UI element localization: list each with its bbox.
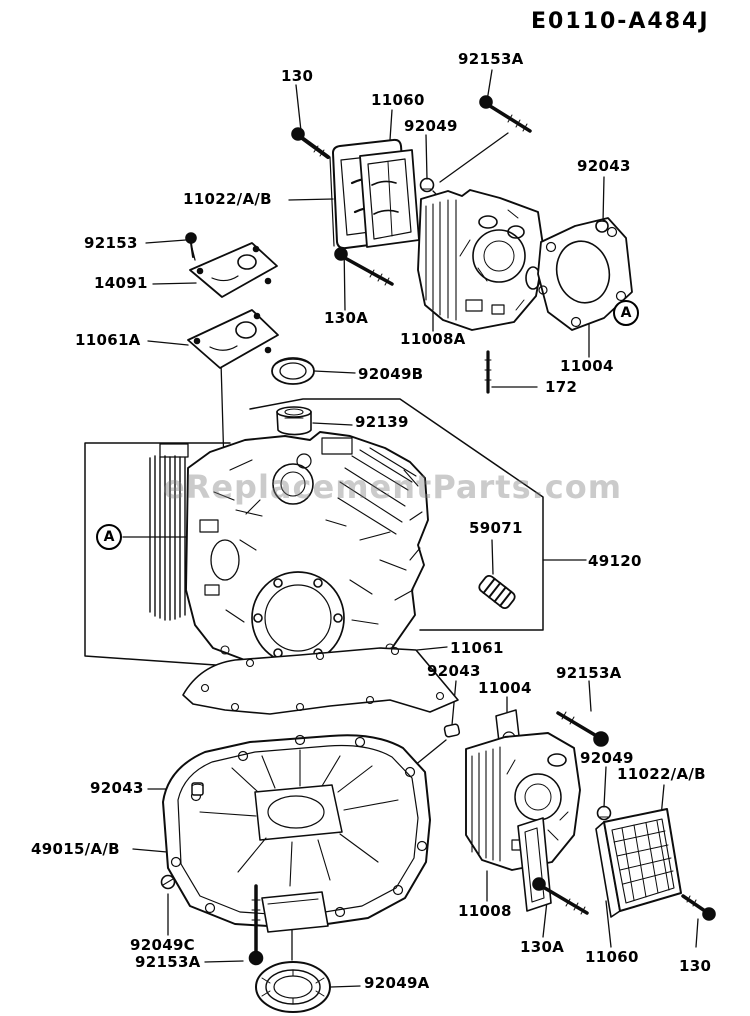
part-label-11008-28: 11008 xyxy=(458,902,512,920)
part-label-92049-3: 92049 xyxy=(404,117,458,135)
knob-92049-top-drawing xyxy=(419,177,435,193)
part-label-92153-6: 92153 xyxy=(84,234,138,252)
gasket-11060-top-drawing xyxy=(359,149,420,248)
bolt-92153a-bottom-right-drawing xyxy=(556,711,609,747)
diagram-code-title: E0110-A484J xyxy=(531,9,710,34)
head-gasket-11004-top-drawing xyxy=(537,217,633,331)
dowel-92043-mid-drawing xyxy=(443,723,461,738)
assembly-bracket-49120 xyxy=(84,398,544,667)
part-label-11022ab-22: 11022/A/B xyxy=(617,765,706,783)
bolt-130a-top-drawing xyxy=(334,247,394,286)
part-label-92049-21: 92049 xyxy=(580,749,634,767)
plug-92049c-drawing xyxy=(160,874,176,890)
plug-92043-bottom-left-drawing xyxy=(191,782,204,796)
part-label-92153a-20: 92153A xyxy=(556,664,622,682)
detail-marker-a-0: A xyxy=(613,300,639,326)
cylinder-head-11008-bottom-drawing xyxy=(465,732,581,871)
cover-plate-14091-drawing xyxy=(189,242,278,298)
gasket-11061a-drawing xyxy=(187,309,279,369)
oil-pan-49015-drawing xyxy=(162,734,431,933)
engine-block-49120-drawing xyxy=(149,431,429,671)
bolt-92153a-top-drawing xyxy=(479,95,532,133)
part-label-92043-23: 92043 xyxy=(90,779,144,797)
part-label-11061-17: 11061 xyxy=(450,639,504,657)
part-label-49015ab-24: 49015/A/B xyxy=(31,840,120,858)
stud-172-drawing xyxy=(484,350,492,394)
spring-pin-59071-drawing xyxy=(478,574,516,610)
part-label-14091-7: 14091 xyxy=(94,274,148,292)
part-label-92153a-26: 92153A xyxy=(135,953,201,971)
part-label-130a-8: 130A xyxy=(324,309,369,327)
bolt-130-top-drawing xyxy=(291,127,330,159)
part-label-92049a-27: 92049A xyxy=(364,974,430,992)
crankcase-gasket-11061-drawing xyxy=(182,646,459,715)
part-label-92139-14: 92139 xyxy=(355,413,409,431)
seal-92049b-drawing xyxy=(271,357,315,385)
grommet-92043-top-drawing xyxy=(595,219,609,233)
part-label-172-12: 172 xyxy=(545,378,578,396)
part-label-11004-19: 11004 xyxy=(478,679,532,697)
part-label-59071-15: 59071 xyxy=(469,519,523,537)
part-label-11060-30: 11060 xyxy=(585,948,639,966)
part-label-92043-4: 92043 xyxy=(577,157,631,175)
part-label-11008a-9: 11008A xyxy=(400,330,466,348)
part-label-11004-11: 11004 xyxy=(560,357,614,375)
part-label-130a-29: 130A xyxy=(520,938,565,956)
part-label-92043-18: 92043 xyxy=(427,662,481,680)
part-label-92049c-25: 92049C xyxy=(130,936,195,954)
part-label-11061a-10: 11061A xyxy=(75,331,141,349)
bolt-130a-bottom-drawing xyxy=(532,877,589,915)
bushing-92139-drawing xyxy=(276,406,312,436)
part-label-92153a-0: 92153A xyxy=(458,50,524,68)
part-label-130-31: 130 xyxy=(679,957,712,975)
bolt-130-bottom-drawing xyxy=(681,894,716,921)
screw-92153-drawing xyxy=(185,232,197,258)
watermark-text: eReplacementParts.com xyxy=(163,468,623,506)
knob-92049-bottom-drawing xyxy=(596,805,612,821)
oil-seal-92049a-drawing xyxy=(255,961,331,1013)
cover-11022-bottom-drawing xyxy=(595,808,682,918)
detail-marker-a-1: A xyxy=(96,524,122,550)
part-label-130-1: 130 xyxy=(281,67,314,85)
part-label-11022ab-5: 11022/A/B xyxy=(183,190,272,208)
bolt-92153a-bottom-left-drawing xyxy=(248,884,264,966)
part-label-92049b-13: 92049B xyxy=(358,365,424,383)
part-label-11060-2: 11060 xyxy=(371,91,425,109)
part-label-49120-16: 49120 xyxy=(588,552,642,570)
